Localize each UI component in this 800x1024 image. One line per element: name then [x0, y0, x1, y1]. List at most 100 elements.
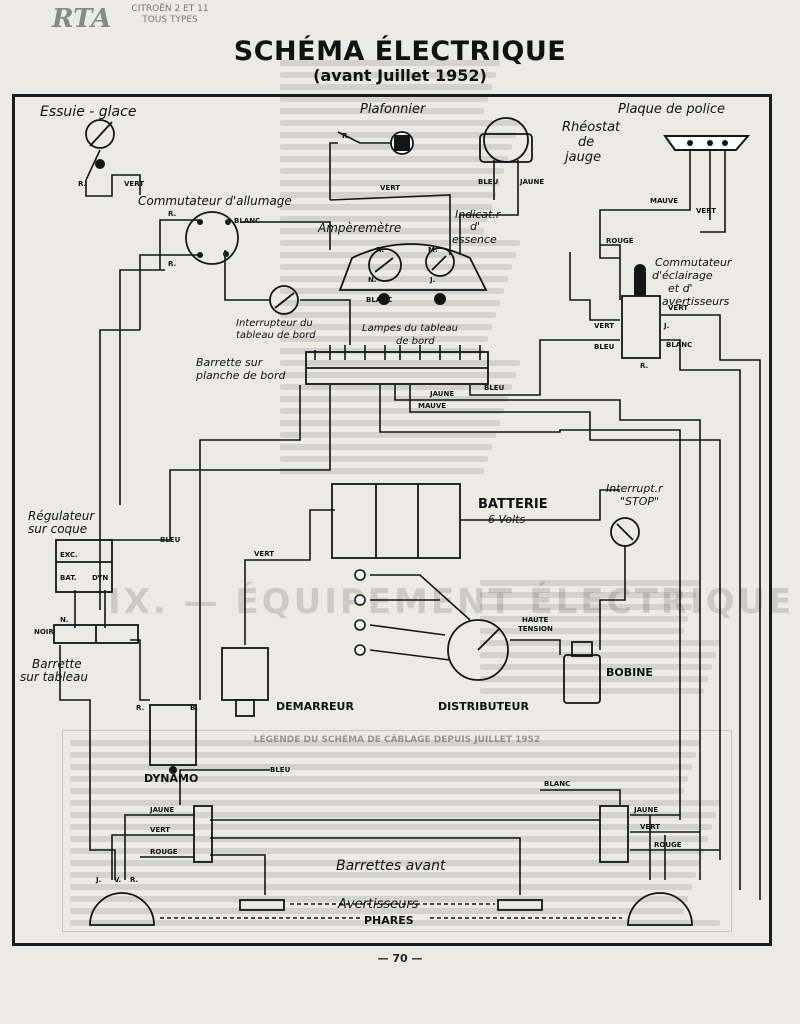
- label-barrette-planche-2: planche de bord: [195, 369, 287, 382]
- wire-blanc-long: [394, 385, 701, 880]
- interrupteur-tableau: [269, 285, 299, 315]
- distributeur-cap-icon: [447, 619, 509, 681]
- demarreur: [221, 647, 269, 717]
- wire-tag-vert-7: VERT: [640, 823, 660, 831]
- essuie-glace-motor-icon: [85, 119, 115, 149]
- plaque-terminal-3: [722, 140, 728, 146]
- label-interrupt-stop-2: "STOP": [620, 495, 659, 508]
- wire-tag-vert-6: VERT: [150, 826, 170, 834]
- wire-tag-bleu-1: BLEU: [478, 178, 499, 186]
- rheostat-dial-icon: [483, 117, 529, 163]
- wire-color-labels: VERT BLEU JAUNE BLANC MAUVE VERT ROUGE V…: [34, 132, 716, 884]
- bobine-body: [563, 654, 601, 704]
- tableau-instruments: [338, 243, 488, 305]
- rheostat-jauge: [479, 117, 533, 163]
- allumage-switch-icon: [185, 211, 239, 265]
- wire-left-col: [99, 269, 165, 610]
- dynamo-pulley: [169, 766, 177, 774]
- page-title: SCHÉMA ÉLECTRIQUE: [233, 36, 567, 67]
- plaque-terminal-2: [707, 140, 713, 146]
- phare-left-icon: [89, 892, 155, 926]
- commutateur-allumage: [185, 211, 239, 265]
- wire-tag-j-ind: J.: [429, 276, 435, 284]
- label-regulateur-2: sur coque: [28, 522, 87, 536]
- label-lampes-tableau-1: Lampes du tableau: [362, 323, 458, 334]
- avertisseur-left-icon: [239, 899, 285, 911]
- wire-tag-mauve-1: MAUVE: [650, 197, 678, 205]
- label-interrupteur-tableau-2: tableau de bord: [236, 330, 316, 341]
- wire-tag-blanc-3: BLANC: [544, 780, 570, 788]
- label-haute-tension-2: TENSION: [518, 625, 553, 633]
- wire-tag-vert-5: VERT: [254, 550, 274, 558]
- wire-rouge-com: [600, 244, 621, 300]
- wire-tag-j-phare: J.: [95, 876, 101, 884]
- wire-mauve-long: [409, 385, 721, 860]
- label-lampes-tableau-2: de bord: [396, 336, 435, 347]
- label-commutateur-allumage: Commutateur d'allumage: [138, 194, 292, 208]
- wire-blanc-com: [660, 339, 741, 890]
- label-dynamo: DYNAMO: [144, 772, 198, 785]
- label-commutateur-eclairage-2: d'éclairage: [652, 269, 713, 282]
- wire-tag-blanc-1: BLANC: [234, 217, 260, 225]
- wire-plaque: [599, 150, 726, 259]
- label-regulateur-1: Régulateur: [28, 509, 95, 523]
- label-indicat-3: essence: [452, 233, 497, 246]
- header-tag: CITROËN 2 ET 11 TOUS TYPES: [110, 4, 230, 26]
- label-interrupt-stop-1: Interrupt.r: [606, 482, 664, 495]
- rheostat-housing: [479, 133, 533, 163]
- wire-barrette-avant-left: [111, 769, 270, 880]
- demarreur-pinion: [235, 699, 255, 717]
- wire-tag-r-amp: R.: [376, 246, 384, 254]
- label-indicat-1: Indicat.r: [455, 208, 502, 221]
- label-phares: PHARES: [364, 914, 414, 927]
- tableau-housing: [338, 243, 488, 291]
- label-haute-tension-1: HAUTE: [522, 616, 549, 624]
- barrette-avant-left: [193, 805, 213, 863]
- label-plafonnier: Plafonnier: [360, 102, 427, 117]
- wire-distributeur: [369, 574, 471, 661]
- label-commutateur-eclairage-1: Commutateur: [655, 256, 733, 269]
- label-demarreur: DEMARREUR: [276, 700, 354, 713]
- demarreur-body: [221, 647, 269, 701]
- plaque-terminal-1: [687, 140, 693, 146]
- wire-vert-com: [660, 314, 761, 900]
- wire-tag-n-bt: N.: [60, 616, 69, 624]
- lampe-tableau-2-icon: [434, 293, 446, 305]
- barrettes-avant: [193, 805, 629, 863]
- essuie-glace-blade: [89, 121, 113, 147]
- interrupteur-lever: [274, 292, 295, 309]
- wire-tag-bleu-3: BLEU: [484, 384, 505, 392]
- wire-tag-j: J.: [663, 322, 669, 330]
- label-rheostat-2: de: [578, 135, 594, 150]
- label-barrette-tableau-2: sur tableau: [20, 670, 88, 684]
- allumage-terminal-2: [225, 219, 231, 225]
- wire-stop-bobine: [599, 545, 626, 650]
- wire-tag-vert-4: VERT: [668, 304, 688, 312]
- wire-tag-jaune-1: JAUNE: [519, 178, 544, 186]
- plafonnier-lamp-fill: [394, 135, 410, 151]
- wire-blanc-right: [540, 789, 621, 805]
- wire-tag-n-amp: N.: [368, 276, 377, 284]
- interrupteur-stop: [610, 517, 640, 547]
- wire-tag-b-dyn: B.: [190, 704, 198, 712]
- regulateur: [55, 539, 113, 593]
- phare-right-icon: [627, 892, 693, 926]
- wire-tag-r-dyn: R.: [136, 704, 144, 712]
- wire-tag-vert-2: VERT: [696, 207, 716, 215]
- wire-tag-jaune-4: JAUNE: [633, 806, 658, 814]
- wire-tag-rouge-1: ROUGE: [606, 237, 634, 245]
- regulateur-case: [55, 539, 113, 593]
- label-barrette-tableau-1: Barrette: [32, 657, 82, 671]
- wiring: [59, 131, 761, 900]
- eclairage-knob-top: [634, 264, 646, 276]
- wire-tag-vert-essuie: VERT: [124, 180, 144, 188]
- wire-tag-vert-1: VERT: [380, 184, 400, 192]
- wire-tag-r-plaf: R.: [342, 132, 350, 140]
- wire-to-dynamo: [199, 385, 301, 700]
- wire-tag-blanc-amp: BLANC: [366, 296, 392, 304]
- wire-tag-bleu-4: BLEU: [160, 536, 181, 544]
- commutateur-eclairage: [621, 264, 661, 359]
- plafonnier-lamp: [390, 131, 414, 155]
